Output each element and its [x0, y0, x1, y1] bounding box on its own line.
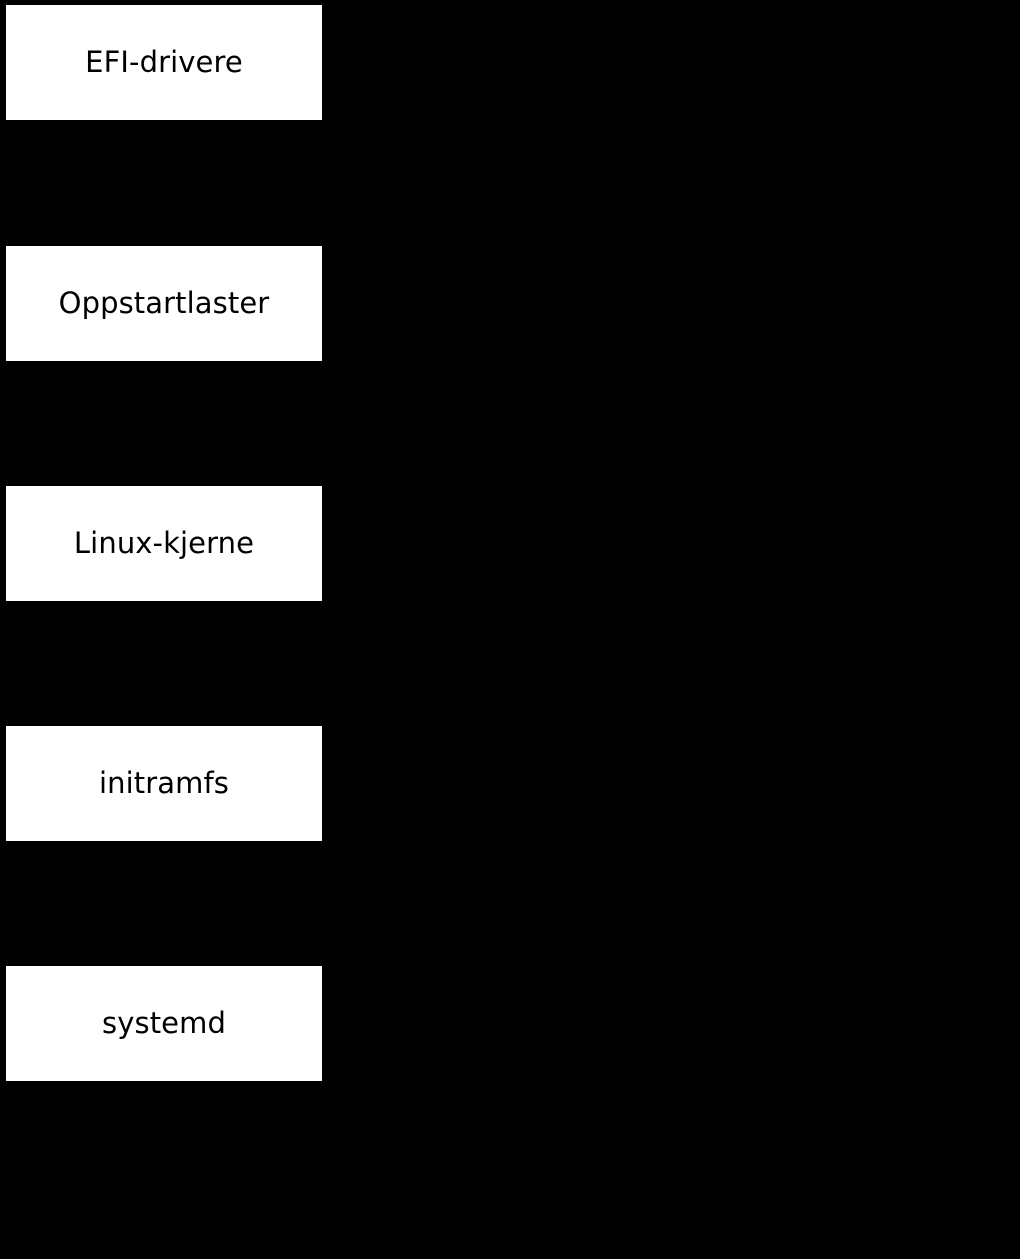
stage-label: initramfs — [98, 766, 230, 800]
stage-label: systemd — [102, 1006, 226, 1040]
stage-box-linux-kjerne[interactable]: Linux-kjerne — [6, 486, 322, 601]
stage-label: Oppstartlaster — [58, 286, 270, 320]
stage-box-systemd[interactable]: systemd — [6, 966, 322, 1081]
stage-box-oppstartlaster[interactable]: Oppstartlaster — [6, 246, 322, 361]
stage-box-efi-drivere[interactable]: EFI-drivere — [6, 5, 322, 120]
stage-label: EFI-drivere — [85, 45, 243, 79]
stage-label: Linux-kjerne — [73, 526, 255, 560]
stage-box-initramfs[interactable]: initramfs — [6, 726, 322, 841]
